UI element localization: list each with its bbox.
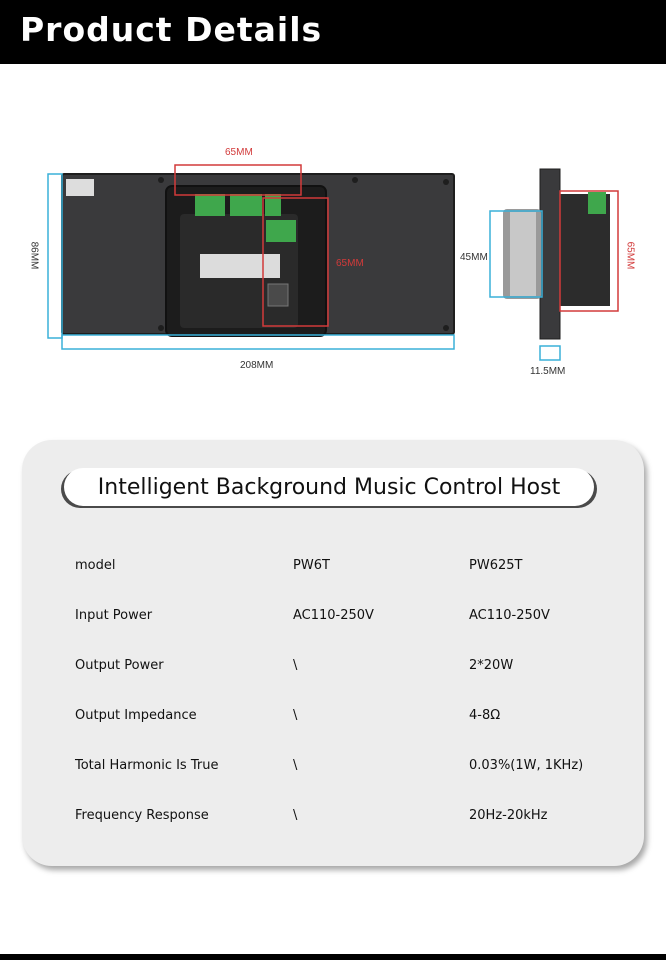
page-title: Product Details (20, 10, 323, 49)
product-drawing (47, 164, 619, 361)
spec-value-pw625t: 20Hz-20kHz (469, 808, 548, 823)
spec-value-pw6t: \ (293, 658, 298, 673)
front-panel-image (47, 164, 455, 350)
spec-value-pw625t: 4-8Ω (469, 708, 501, 723)
module-width-label: 65MM (225, 147, 253, 158)
spec-value-pw625t: PW625T (469, 558, 523, 573)
spec-row: model PW6T PW625T (22, 558, 644, 578)
header-bar: Product Details (0, 0, 666, 64)
module-height-label: 65MM (336, 258, 364, 269)
side-depth-label: 11.5MM (530, 366, 566, 377)
front-height-label: 86MM (28, 241, 40, 270)
spec-label: Input Power (75, 608, 153, 623)
spec-label: model (75, 558, 116, 573)
side-height-label: 45MM (460, 252, 488, 263)
side-view-image (489, 168, 619, 361)
spec-card: Intelligent Background Music Control Hos… (22, 440, 644, 866)
spec-label: Frequency Response (75, 808, 209, 823)
spec-label: Output Impedance (75, 708, 197, 723)
spec-value-pw625t: 2*20W (469, 658, 514, 673)
spec-row: Input Power AC110-250V AC110-250V (22, 608, 644, 628)
spec-row: Output Power \ 2*20W (22, 658, 644, 678)
spec-label: Output Power (75, 658, 164, 673)
spec-value-pw6t: PW6T (293, 558, 330, 573)
front-width-label: 208MM (240, 360, 274, 371)
side-module-label: 65MM (624, 241, 636, 270)
spec-value-pw6t: \ (293, 758, 298, 773)
spec-title-pill: Intelligent Background Music Control Hos… (64, 468, 594, 506)
spec-value-pw6t: \ (293, 808, 298, 823)
spec-value-pw6t: \ (293, 708, 298, 723)
spec-row: Total Harmonic Is True \ 0.03%(1W, 1KHz) (22, 758, 644, 778)
spec-label: Total Harmonic Is True (75, 758, 219, 773)
footer-divider (0, 954, 666, 960)
spec-value-pw625t: 0.03%(1W, 1KHz) (469, 758, 584, 773)
spec-value-pw625t: AC110-250V (469, 608, 550, 623)
spec-value-pw6t: AC110-250V (293, 608, 374, 623)
spec-row: Output Impedance \ 4-8Ω (22, 708, 644, 728)
spec-title: Intelligent Background Music Control Hos… (97, 475, 561, 500)
spec-row: Frequency Response \ 20Hz-20kHz (22, 808, 644, 828)
